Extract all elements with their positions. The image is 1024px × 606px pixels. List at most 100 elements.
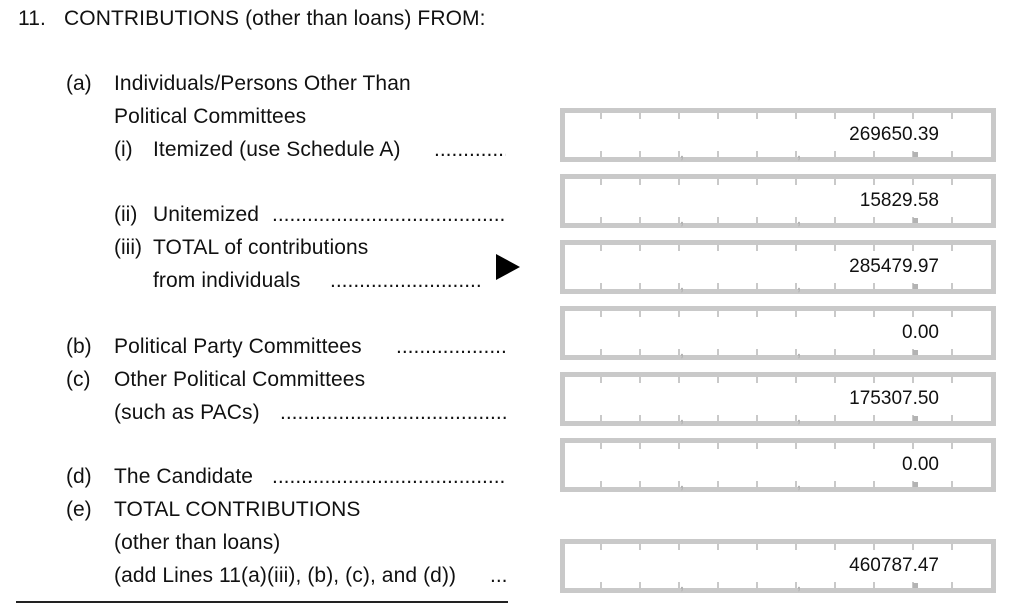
digit-tick: [795, 113, 797, 119]
thousands-separator-mark: ,: [797, 145, 801, 161]
digit-tick: [600, 443, 602, 449]
digit-tick: [795, 377, 797, 383]
amount-box-a-iii[interactable]: 285479.97 ,,: [560, 240, 996, 294]
digit-tick: [873, 349, 875, 355]
digit-tick: [951, 349, 953, 355]
digit-tick: [756, 481, 758, 487]
digit-tick: [795, 151, 797, 157]
digit-tick: [756, 377, 758, 383]
digit-tick: [873, 582, 875, 588]
digit-tick: [717, 582, 719, 588]
digit-tick: [639, 377, 641, 383]
amount-value: 0.00: [902, 322, 939, 343]
digit-tick: [795, 311, 797, 317]
digit-tick: [600, 151, 602, 157]
digit-tick: [600, 217, 602, 223]
amount-value: 15829.58: [859, 190, 939, 211]
digit-tick: [639, 443, 641, 449]
digit-tick: [678, 179, 680, 185]
digit-tick: [951, 377, 953, 383]
digit-tick: [678, 349, 680, 355]
digit-tick: [912, 443, 914, 449]
digit-tick: [678, 217, 680, 223]
digit-tick: [795, 245, 797, 251]
digit-tick: [717, 245, 719, 251]
digit-tick: [600, 415, 602, 421]
digit-tick: [717, 481, 719, 487]
amount-box-a-ii[interactable]: 15829.58 ,,: [560, 174, 996, 228]
amount-box-b[interactable]: 0.00 ,,: [560, 306, 996, 360]
digit-tick: [600, 283, 602, 289]
digit-tick: [756, 179, 758, 185]
digit-tick: [756, 151, 758, 157]
digit-tick: [834, 217, 836, 223]
digit-tick: [600, 544, 602, 550]
digit-tick: [639, 113, 641, 119]
line-a-i-text: Itemized (use Schedule A): [153, 138, 401, 161]
digit-tick: [678, 377, 680, 383]
digit-tick: [600, 245, 602, 251]
digit-tick: [951, 179, 953, 185]
digit-tick: [951, 217, 953, 223]
digit-tick: [678, 151, 680, 157]
amount-value: 285479.97: [849, 256, 939, 277]
digit-tick: [834, 151, 836, 157]
line-e-leader: ........: [490, 564, 508, 587]
digit-tick: [873, 179, 875, 185]
digit-tick: [834, 415, 836, 421]
line-c-leader: ........................................…: [280, 401, 506, 424]
digit-tick: [912, 179, 914, 185]
digit-tick: [639, 544, 641, 550]
bottom-rule: [16, 601, 508, 603]
digit-tick: [795, 415, 797, 421]
digit-tick: [639, 151, 641, 157]
amount-box-a-i[interactable]: 269650.39 ,,: [560, 108, 996, 162]
line-e-text-3: (add Lines 11(a)(iii), (b), (c), and (d)…: [114, 564, 457, 587]
digit-tick: [600, 481, 602, 487]
digit-tick: [873, 311, 875, 317]
digit-tick: [873, 113, 875, 119]
amount-value: 0.00: [902, 454, 939, 475]
digit-tick: [951, 544, 953, 550]
digit-tick: [756, 245, 758, 251]
digit-tick: [873, 151, 875, 157]
digit-tick: [717, 443, 719, 449]
digit-tick: [600, 349, 602, 355]
digit-tick: [912, 544, 914, 550]
digit-tick: [717, 151, 719, 157]
amount-value: 269650.39: [849, 124, 939, 145]
amount-box-e[interactable]: 460787.47 ,,: [560, 539, 996, 593]
digit-tick: [717, 415, 719, 421]
digit-tick: [912, 113, 914, 119]
line-b-text: Political Party Committees: [114, 335, 362, 358]
thousands-separator-mark: ,: [797, 211, 801, 227]
digit-tick: [639, 311, 641, 317]
amount-box-c[interactable]: 175307.50 ,,: [560, 372, 996, 426]
digit-tick: [795, 443, 797, 449]
digit-tick: [678, 113, 680, 119]
line-e-label: (e): [66, 498, 92, 521]
digit-tick: [756, 443, 758, 449]
digit-tick: [678, 415, 680, 421]
digit-tick: [951, 582, 953, 588]
digit-tick: [600, 311, 602, 317]
digit-tick: [795, 349, 797, 355]
digit-tick: [873, 217, 875, 223]
thousands-separator-mark: ,: [680, 145, 684, 161]
decimal-point-mark: [913, 284, 918, 289]
line-e-text-2: (other than loans): [114, 531, 281, 554]
digit-tick: [756, 415, 758, 421]
digit-tick: [639, 349, 641, 355]
digit-tick: [951, 245, 953, 251]
decimal-point-mark: [913, 350, 918, 355]
amount-value: 175307.50: [849, 388, 939, 409]
digit-tick: [639, 415, 641, 421]
digit-tick: [756, 217, 758, 223]
line-d-text: The Candidate: [114, 465, 254, 488]
digit-tick: [639, 582, 641, 588]
digit-tick: [795, 179, 797, 185]
digit-tick: [600, 377, 602, 383]
digit-tick: [639, 217, 641, 223]
amount-box-d[interactable]: 0.00 ,,: [560, 438, 996, 492]
digit-tick: [678, 443, 680, 449]
